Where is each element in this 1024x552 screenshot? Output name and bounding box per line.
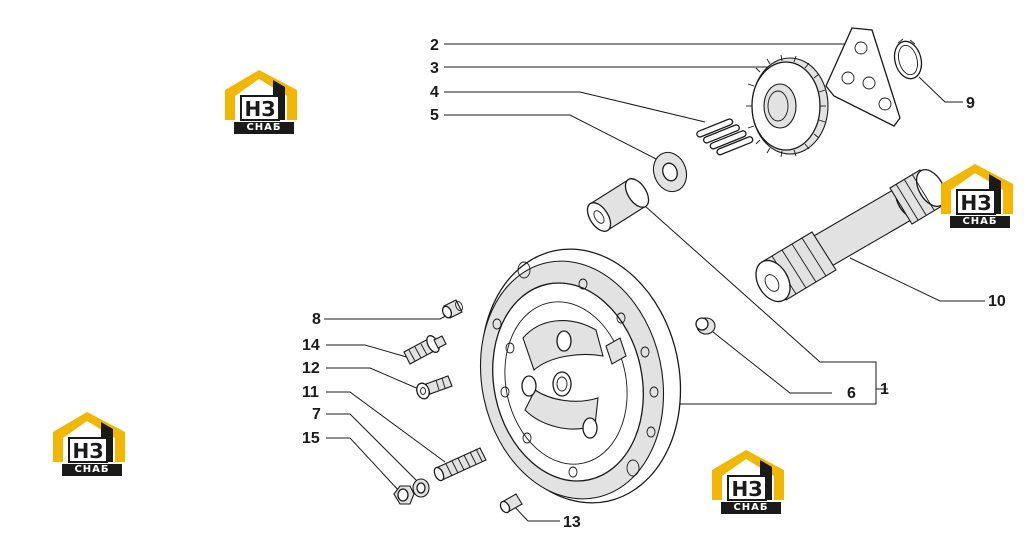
part-14-stud	[403, 335, 447, 365]
part-1-hub	[479, 248, 682, 504]
brand-label: СНАБ	[62, 464, 122, 476]
part-3-gear	[746, 54, 829, 158]
leader-lines	[324, 43, 985, 522]
callout-14: 14	[302, 337, 320, 354]
callout-9: 9	[966, 95, 975, 112]
part-12-screw	[416, 375, 453, 400]
svg-text:НЗ: НЗ	[245, 97, 276, 121]
part-2-plate	[825, 27, 901, 127]
callout-8: 8	[312, 311, 321, 328]
brand-label: СНАБ	[950, 216, 1010, 228]
callout-3: 3	[430, 60, 439, 77]
watermark-logo: НЗ СНАБ	[708, 446, 788, 518]
svg-text:НЗ: НЗ	[73, 439, 104, 463]
part-4-needle-rollers	[696, 118, 754, 156]
callout-13: 13	[563, 514, 581, 531]
watermark-logo: НЗ СНАБ	[937, 160, 1017, 232]
part-13-dowel	[499, 493, 523, 514]
house-icon: НЗ	[53, 412, 125, 463]
svg-text:НЗ: НЗ	[961, 191, 992, 215]
part-5-washer	[652, 151, 688, 193]
callout-11: 11	[302, 384, 319, 401]
callout-4: 4	[430, 84, 439, 101]
house-icon: НЗ	[225, 70, 297, 121]
watermark-logo: НЗ СНАБ	[49, 408, 129, 480]
callout-2: 2	[430, 37, 439, 54]
callout-10: 10	[988, 293, 1006, 310]
callout-12: 12	[302, 360, 320, 377]
watermark-logo: НЗ СНАБ	[221, 66, 301, 138]
part-15-nut	[393, 485, 415, 505]
callout-15: 15	[302, 430, 320, 447]
part-6-plug	[695, 317, 716, 335]
brand-label: СНАБ	[234, 122, 294, 134]
part-7-washer	[412, 478, 430, 498]
part-9-snap-ring	[893, 38, 923, 80]
house-icon: НЗ	[941, 164, 1013, 215]
callout-1: 1	[880, 381, 889, 398]
callout-7: 7	[312, 406, 321, 423]
house-icon: НЗ	[712, 450, 784, 501]
part-6-bush	[586, 178, 650, 232]
callout-6: 6	[847, 385, 856, 402]
part-10-shaft	[755, 169, 947, 303]
callout-5: 5	[430, 107, 439, 124]
brand-label: СНАБ	[721, 502, 781, 514]
part-11-long-stud	[433, 447, 487, 482]
part-8-nipple	[441, 299, 463, 319]
svg-text:НЗ: НЗ	[732, 477, 763, 501]
callout-numbers: 2 3 4 5 9 10 6 1 8 14 12 11 7 15 13	[302, 37, 1006, 531]
